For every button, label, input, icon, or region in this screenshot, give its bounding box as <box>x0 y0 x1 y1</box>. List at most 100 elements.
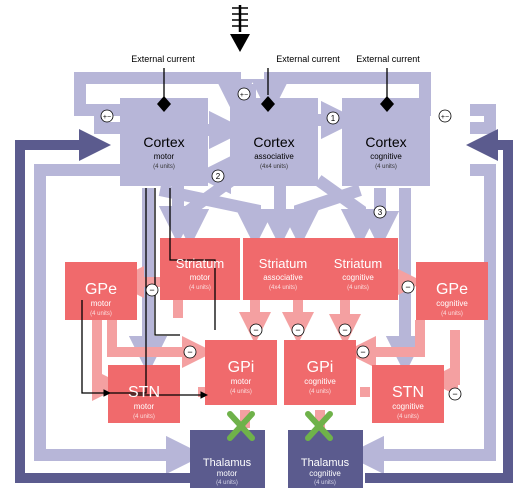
gpi-cog-units: (4 units) <box>309 389 331 395</box>
marker-text: − <box>149 285 154 295</box>
striatum-cognitive-box <box>318 238 398 300</box>
arrow-gpe-motor-gpi <box>107 320 215 369</box>
thalamus-cognitive-box <box>288 430 363 488</box>
marker-3: 3 <box>373 205 387 219</box>
striatum-motor-sub: motor <box>190 273 211 282</box>
cortex-cog-sub: cognitive <box>370 152 402 161</box>
external-input-lines <box>81 68 388 399</box>
thalamus-cog-title: Thalamus <box>301 457 350 469</box>
cortex-cog-units: (4 units) <box>375 164 397 170</box>
marker-minus-striatum-gpe-motor: − <box>145 283 159 297</box>
marker-minus-gpi-assoc: − <box>291 323 305 337</box>
arrow-motor-to-thalamus <box>34 164 205 475</box>
marker-minus-gpi-cog: − <box>338 323 352 337</box>
gpe-cog-sub: cognitive <box>436 299 468 308</box>
black-line-motor-c <box>169 188 216 330</box>
black-line-motor-a <box>105 188 147 394</box>
black-line-motor-b <box>154 188 180 336</box>
striatum-assoc-units: (4x4 units) <box>269 285 297 291</box>
gpe-motor-title: GPe <box>85 281 117 298</box>
gpi-cog-sub: cognitive <box>304 377 336 386</box>
marker-text: 3 <box>378 208 383 217</box>
marker-text: − <box>342 325 347 335</box>
gpi-cognitive-box <box>284 340 356 405</box>
marker-text: 1 <box>331 114 336 123</box>
striatum-cog-units: (4 units) <box>347 285 369 291</box>
cortex-assoc-units: (4x4 units) <box>260 164 288 170</box>
markers: +− +− +− 1 2 3 − − <box>100 87 462 401</box>
marker-text: − <box>405 282 410 292</box>
stn-motor-units: (4 units) <box>133 414 155 420</box>
cortex-motor-box <box>120 98 208 186</box>
stn-cog-title: STN <box>392 384 424 401</box>
striatum-motor-title: Striatum <box>176 256 224 271</box>
thalamus-cog-sub: cognitive <box>309 469 341 478</box>
thalamus-motor-units: (4 units) <box>216 480 238 486</box>
stn-cognitive-box <box>372 365 444 423</box>
external-current-label-motor: External current <box>131 54 195 64</box>
striatum-motor-units: (4 units) <box>189 285 211 291</box>
arrow-cog-to-thalamus <box>345 164 496 475</box>
cortex-cognitive-box <box>342 98 430 186</box>
stn-motor-box <box>108 365 180 423</box>
gpe-cognitive-box <box>416 262 488 320</box>
gpi-motor-sub: motor <box>231 377 252 386</box>
arrow-cog-self-loop <box>470 104 496 134</box>
black-line-gpe-stn <box>81 300 112 397</box>
marker-minus-gpe-cog: − <box>401 280 415 294</box>
marker-plus-minus-assoc: +− <box>237 87 251 101</box>
gpi-motor-title: GPi <box>228 359 255 376</box>
marker-plus-minus-cog: +− <box>438 109 452 123</box>
marker-text: − <box>253 325 258 335</box>
cortex-associative-box <box>230 98 318 186</box>
striatum-cog-title: Striatum <box>334 256 382 271</box>
marker-text: − <box>187 347 192 357</box>
ext-current-diamond-associative <box>261 96 275 112</box>
external-current-label-assoc: External current <box>276 54 340 64</box>
arrow-cortex-motor-to-assoc-top <box>74 72 255 118</box>
arrow-gpe-motor-stn <box>91 320 125 402</box>
thalamus-projections <box>15 128 513 483</box>
striatum-cog-sub: cognitive <box>342 273 374 282</box>
arrow-gpe-cog-gpi <box>343 320 425 369</box>
striatum-assoc-sub: associative <box>263 273 303 282</box>
gpi-motor-units: (4 units) <box>230 389 252 395</box>
gpe-motor-sub: motor <box>91 299 112 308</box>
marker-minus-gpi-motor-1: − <box>249 323 263 337</box>
marker-text: − <box>360 347 365 357</box>
cortex-motor-sub: motor <box>154 152 175 161</box>
arrow-thalamus-motor-to-cortex <box>15 128 190 483</box>
cortex-cog-title: Cortex <box>365 134 406 150</box>
marker-1: 1 <box>326 111 340 125</box>
gpe-motor-units: (4 units) <box>90 311 112 317</box>
marker-text: +− <box>441 114 449 121</box>
marker-text: +− <box>240 92 248 99</box>
green-x-motor <box>227 411 255 441</box>
gpi-cog-title: GPi <box>307 359 334 376</box>
arrow-motor-self-loop <box>94 110 120 134</box>
labels: External current External current Extern… <box>85 54 468 486</box>
arrow-gpe-cog-stn <box>425 330 460 397</box>
green-x-cognitive <box>305 411 333 441</box>
striatum-associative-box <box>243 238 323 300</box>
stn-motor-sub: motor <box>134 402 155 411</box>
top-input-arrow <box>230 5 250 52</box>
thalamus-motor-sub: motor <box>217 469 238 478</box>
marker-minus-gpi-cog-side: − <box>356 345 370 359</box>
marker-minus-stn-cog: − <box>448 387 462 401</box>
ext-current-diamond-motor <box>157 96 171 112</box>
gpe-motor-box <box>65 262 137 320</box>
cortex-motor-units: (4 units) <box>153 164 175 170</box>
external-current-label-cog: External current <box>356 54 420 64</box>
marker-text: 2 <box>216 172 221 181</box>
thalamus-motor-title: Thalamus <box>203 457 252 469</box>
striatum-assoc-title: Striatum <box>259 256 307 271</box>
thalamus-cog-units: (4 units) <box>314 480 336 486</box>
marker-minus-gpi-motor-side: − <box>183 345 197 359</box>
ext-current-diamond-cognitive <box>380 96 394 112</box>
marker-text: − <box>452 389 457 399</box>
striatum-motor-box <box>160 238 240 300</box>
gpi-motor-box <box>205 340 277 405</box>
marker-plus-minus-motor: +− <box>100 109 114 123</box>
